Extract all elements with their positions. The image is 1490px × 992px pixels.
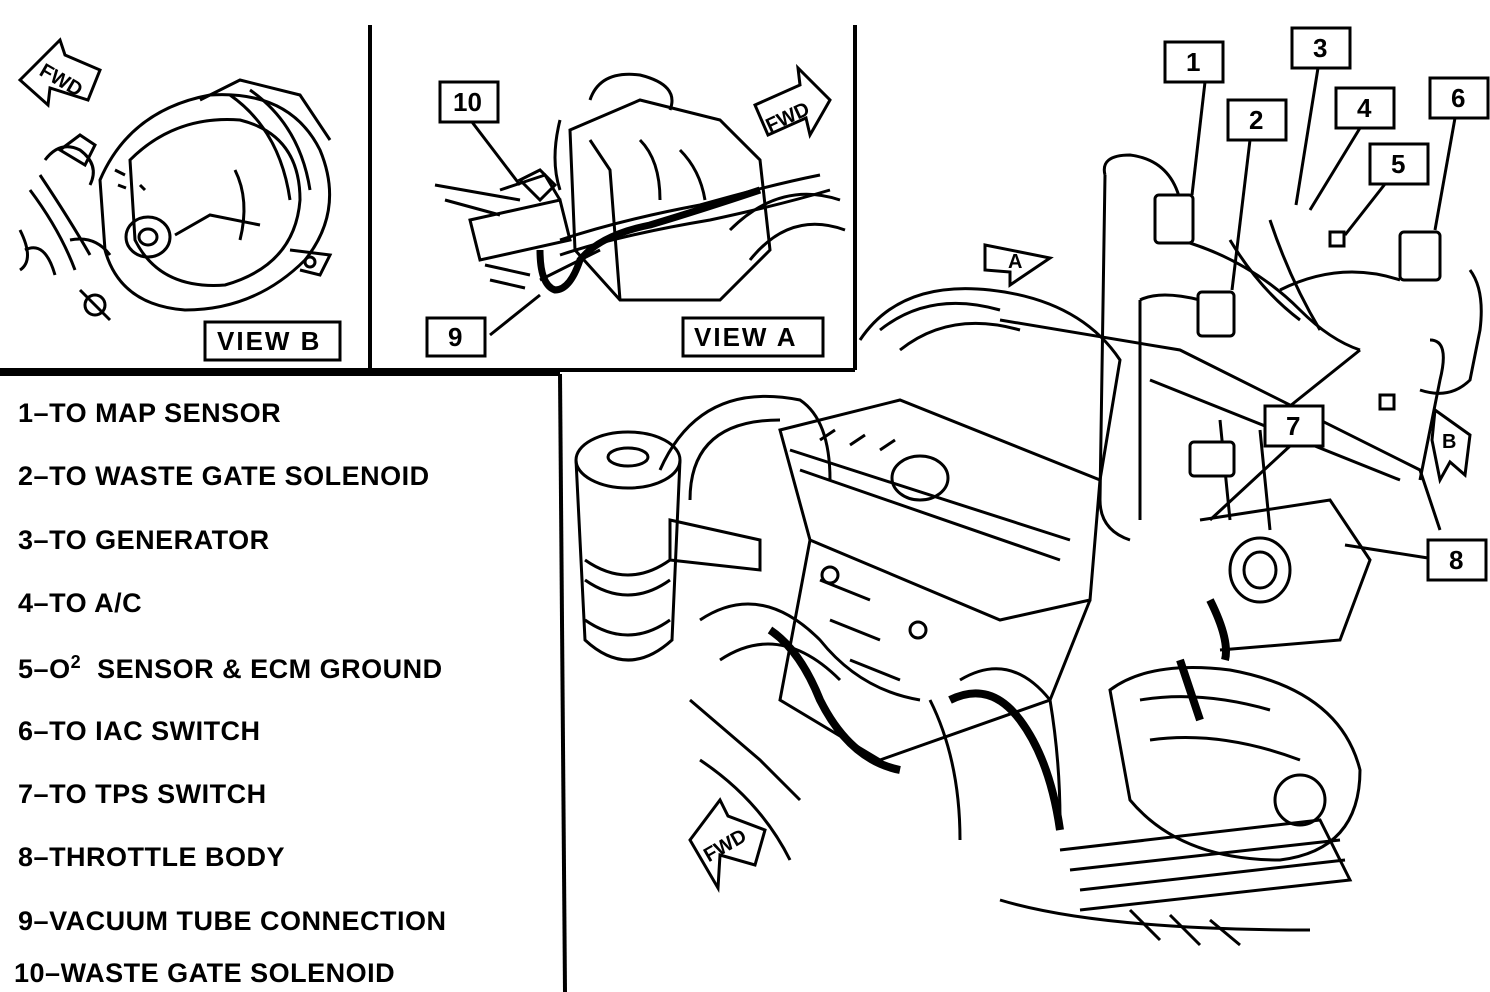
callout-10: 10 xyxy=(438,80,522,186)
legend-item-6: 6–TO IAC SWITCH xyxy=(18,716,261,746)
connector-harness-routing xyxy=(1098,153,1483,542)
svg-text:9: 9 xyxy=(448,322,462,352)
iac-connector-icon xyxy=(1398,230,1442,282)
view-a-arrow-label: A xyxy=(1008,251,1022,273)
svg-text:5: 5 xyxy=(1391,149,1405,179)
view-b-label: VIEW B xyxy=(217,326,321,356)
svg-text:7: 7 xyxy=(1286,411,1300,441)
view-b-label-box: VIEW B xyxy=(203,320,342,362)
view-a-label-box: VIEW A xyxy=(681,316,825,358)
main-engine-illustration xyxy=(574,287,1442,947)
legend-item-7: 7–TO TPS SWITCH xyxy=(18,779,267,809)
connector-small-icon xyxy=(1378,393,1396,411)
waste-gate-connector-icon xyxy=(1196,290,1236,338)
fwd-arrow-view-a: FWD xyxy=(753,63,832,140)
view-a-arrow: A xyxy=(983,243,1054,288)
map-sensor-connector-icon xyxy=(1153,193,1195,245)
view-a-solenoid-illustration xyxy=(434,72,846,302)
connector-icons xyxy=(1153,193,1442,478)
fwd-arrow-view-b: FWD xyxy=(17,37,102,109)
legend-item-9: 9–VACUUM TUBE CONNECTION xyxy=(18,906,447,936)
svg-text:6: 6 xyxy=(1451,83,1465,113)
view-b-arrow: B xyxy=(1430,407,1472,485)
legend-item-8: 8–THROTTLE BODY xyxy=(18,842,286,872)
legend-item-10: 10–WASTE GATE SOLENOID xyxy=(14,958,396,988)
panel-borders xyxy=(0,25,857,992)
view-a-label: VIEW A xyxy=(694,322,797,352)
callout-9: 9 xyxy=(425,293,541,358)
fwd-arrow-main: FWD xyxy=(688,797,767,894)
callout-8: 8 xyxy=(1344,538,1488,582)
o2-ground-terminal-icon xyxy=(1328,230,1346,248)
svg-text:1: 1 xyxy=(1186,47,1200,77)
legend-item-5: 5–O2 SENSOR & ECM GROUND xyxy=(18,652,443,684)
svg-text:10: 10 xyxy=(453,87,482,117)
legend-item-4: 4–TO A/C xyxy=(18,588,143,618)
callout-7: 7 xyxy=(1208,348,1361,522)
legend-item-2: 2–TO WASTE GATE SOLENOID xyxy=(18,461,430,491)
view-a-vacuum-tube xyxy=(536,186,762,294)
callout-5: 5 xyxy=(1343,142,1430,236)
callout-6: 6 xyxy=(1428,76,1490,231)
callout-3: 3 xyxy=(1290,26,1352,206)
svg-text:2: 2 xyxy=(1249,105,1263,135)
svg-text:8: 8 xyxy=(1449,545,1463,575)
callout-2: 2 xyxy=(1226,98,1288,291)
callout-4: 4 xyxy=(1308,86,1396,211)
svg-text:3: 3 xyxy=(1313,33,1327,63)
view-b-generator-illustration xyxy=(18,78,333,322)
legend-item-3: 3–TO GENERATOR xyxy=(18,525,270,555)
svg-text:4: 4 xyxy=(1357,93,1372,123)
callout-1: 1 xyxy=(1163,40,1225,196)
tps-connector-icon xyxy=(1188,440,1236,478)
main-wiring-harness xyxy=(767,598,1230,831)
legend-item-1: 1–TO MAP SENSOR xyxy=(18,398,282,428)
view-b-arrow-label: B xyxy=(1442,431,1456,453)
